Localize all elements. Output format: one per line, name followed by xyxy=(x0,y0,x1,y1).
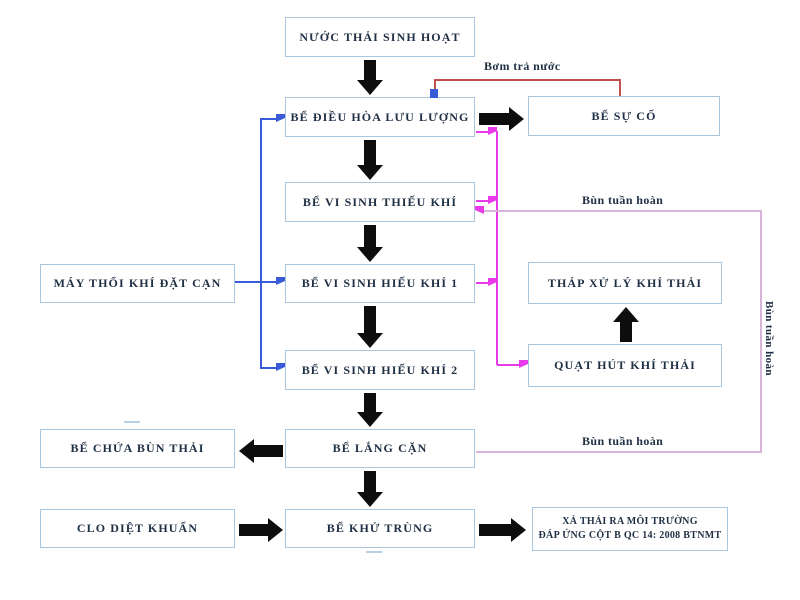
connector-sludge-vertical xyxy=(760,210,762,452)
connector-air-vertical xyxy=(260,118,262,369)
node-be-chua-bun-thai: BỂ CHỨA BÙN THẢI xyxy=(40,429,235,468)
xa-thai-line2: ĐÁP ỨNG CỘT B QC 14: 2008 BTNMT xyxy=(538,530,722,541)
connector-return-water-up xyxy=(619,79,621,96)
artifact-dash-bottom xyxy=(366,551,382,553)
artifact-dash-top xyxy=(124,421,140,423)
arrow-clo-to-khutrung xyxy=(239,517,283,543)
xa-thai-line1: XẢ THẢI RA MÔI TRƯỜNG xyxy=(562,515,698,527)
node-be-vi-sinh-hieu-khi-1: BỂ VI SINH HIẾU KHÍ 1 xyxy=(285,264,475,303)
node-may-thoi-khi-dat-can: MÁY THỔI KHÍ ĐẶT CẠN xyxy=(40,264,235,303)
arrow-dieuhoa-to-suco xyxy=(479,106,524,132)
connector-air-to-dieuhoa xyxy=(261,118,278,120)
node-thap-xu-ly-khi-thai: THÁP XỬ LÝ KHÍ THẢI xyxy=(528,262,722,304)
arrowhead-air-dieuhoa xyxy=(276,114,285,122)
connector-air-from-maythoi xyxy=(235,281,277,283)
connector-gas-vertical xyxy=(496,131,498,365)
connector-gas-to-quathut xyxy=(497,364,520,366)
arrowhead-sludge-thieukhi xyxy=(475,206,484,214)
arrow-langcan-to-khutrung xyxy=(356,471,384,507)
arrow-khutrung-to-xathai xyxy=(479,517,526,543)
arrow-thieukhi-to-hieukhi1 xyxy=(356,225,384,262)
node-be-lang-can: BỂ LẮNG CẶN xyxy=(285,429,475,468)
xa-thai-text: XẢ THẢI RA MÔI TRƯỜNG ĐÁP ỨNG CỘT B QC 1… xyxy=(539,515,722,544)
node-be-khu-trung: BỂ KHỬ TRÙNG xyxy=(285,509,475,548)
connector-gas-from-hieukhi1 xyxy=(476,282,490,284)
node-nuoc-thai-sinh-hoat: NƯỚC THẢI SINH HOẠT xyxy=(285,17,475,57)
node-xa-thai-ra-moi-truong: XẢ THẢI RA MÔI TRƯỜNG ĐÁP ỨNG CỘT B QC 1… xyxy=(532,507,728,551)
connector-sludge-bottom xyxy=(476,451,762,453)
label-bom-tra-nuoc: Bơm trả nước xyxy=(484,59,561,73)
arrow-dieuhoa-to-thieukhi xyxy=(356,140,384,180)
label-bun-tuan-hoan-bottom: Bùn tuần hoàn xyxy=(582,434,664,448)
arrowhead-gas-thieukhi xyxy=(488,196,497,204)
node-be-vi-sinh-thieu-khi: BỂ VI SINH THIẾU KHÍ xyxy=(285,182,475,222)
arrowhead-gas-hieukhi1 xyxy=(488,278,497,286)
connector-gas-from-dieuhoa xyxy=(476,131,490,133)
arrow-hieukhi1-to-hieukhi2 xyxy=(356,306,384,348)
node-quat-hut-khi-thai: QUẠT HÚT KHÍ THẢI xyxy=(528,344,722,387)
node-be-dieu-hoa-luu-luong: BỂ ĐIỀU HÒA LƯU LƯỢNG xyxy=(285,97,475,137)
connector-gas-from-thieukhi xyxy=(476,200,490,202)
connector-return-water-horizontal xyxy=(434,79,620,81)
node-clo-diet-khuan: CLO DIỆT KHUẨN xyxy=(40,509,235,548)
arrow-langcan-to-chuabun xyxy=(239,438,283,464)
arrowhead-gas-dieuhoa xyxy=(488,127,497,135)
arrow-nuocthai-to-dieuhoa xyxy=(356,60,384,95)
node-be-vi-sinh-hieu-khi-2: BỂ VI SINH HIẾU KHÍ 2 xyxy=(285,350,475,390)
arrow-hieukhi2-to-langcan xyxy=(356,393,384,427)
node-be-su-co: BỂ SỰ CỐ xyxy=(528,96,720,136)
label-bun-tuan-hoan-side: Bùn tuần hoàn xyxy=(763,301,775,376)
connector-air-to-hieukhi2 xyxy=(261,367,278,369)
connector-return-water-down xyxy=(434,80,436,90)
arrowhead-return-water xyxy=(430,89,438,98)
arrowhead-air-hieukhi2 xyxy=(276,363,285,371)
connector-sludge-top xyxy=(484,210,761,212)
arrow-quathut-to-thapxuly xyxy=(612,307,640,342)
label-bun-tuan-hoan-top: Bùn tuần hoàn xyxy=(582,193,664,207)
arrowhead-air-hieukhi1 xyxy=(276,277,285,285)
arrowhead-gas-quathut xyxy=(519,360,528,368)
